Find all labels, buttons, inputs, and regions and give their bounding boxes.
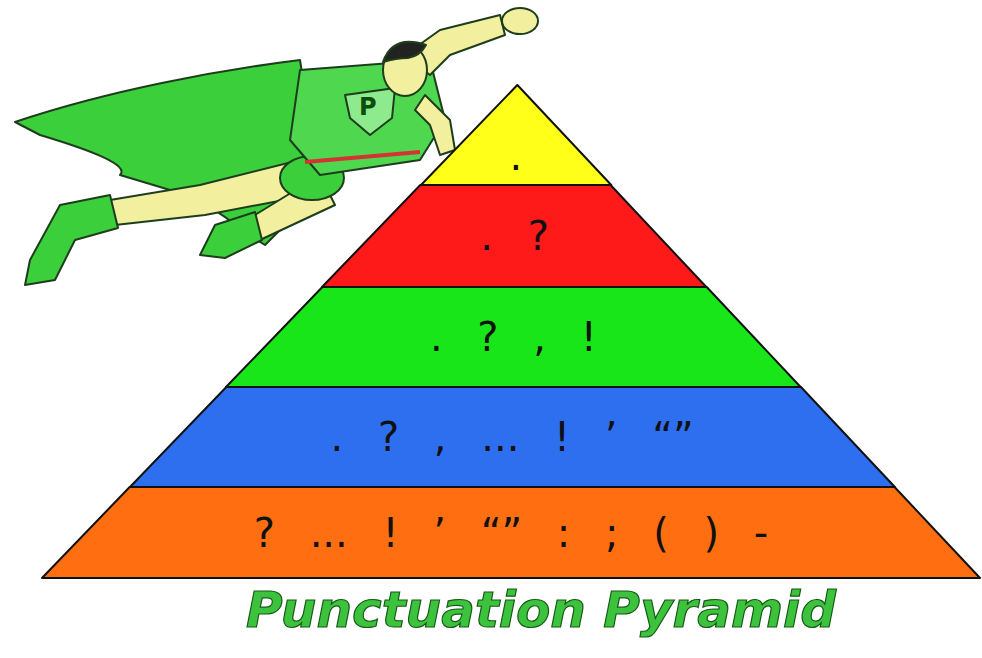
pyramid-band: ? ... ! ’ “” : ; ( ) - [42, 487, 980, 578]
chest-emblem-letter: P [359, 95, 377, 119]
pyramid-band: . ? , ... ! ’ “” [130, 387, 895, 487]
punctuation-marks: . ? , ! [430, 314, 597, 360]
pyramid-band: . [421, 85, 611, 185]
punctuation-marks: . [509, 133, 522, 179]
pyramid-band: . ? [322, 185, 706, 287]
diagram-title: Punctuation Pyramid [100, 582, 982, 640]
punctuation-marks: . ? , ... ! ’ “” [330, 414, 693, 460]
pyramid-band: . ? , ! [226, 287, 801, 387]
punctuation-marks: . ? [480, 213, 549, 259]
punctuation-marks: ? ... ! ’ “” : ; ( ) - [254, 510, 769, 556]
